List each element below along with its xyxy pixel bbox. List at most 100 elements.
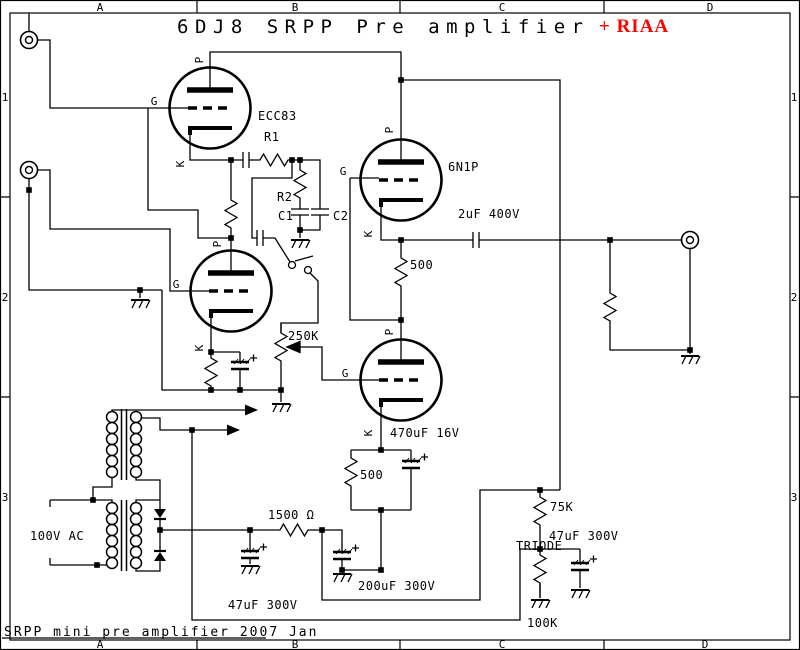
ground-symbol [530,599,551,609]
srpp-res-label: 500 [410,258,433,272]
wire [209,51,402,90]
grid-col-label: C [499,638,506,650]
wire [111,409,253,412]
triode-note: TRIODE [516,539,562,553]
grid-row-label: 1 [791,91,798,104]
coupling-cap-label: 2uF 400V [458,207,520,221]
wire [135,561,161,572]
heater-arrow-2 [227,424,240,436]
wire [161,290,281,391]
ground-symbol [570,589,591,599]
output-jack [680,230,700,250]
switch-contact-2 [303,265,313,275]
wire [321,489,560,601]
grid-row-label: 2 [2,291,9,304]
grid-label: G [151,95,158,108]
ac-input-label: 100V AC [30,529,84,543]
power-transformer [105,409,143,571]
grid-col-label: B [292,1,299,14]
ground-symbol [240,565,261,575]
plate-label: P [211,240,224,247]
resistor-cathode-t2 [203,352,219,390]
input-jack-1 [19,30,39,50]
wire [191,430,521,621]
cathode-cap-label: 470uF 16V [390,426,460,440]
grid-label: G [340,165,347,178]
bias-cap-label: 47uF 300V [549,529,619,543]
wire [135,411,235,431]
heater-arrow-1 [245,404,258,416]
grid-col-label: A [97,638,104,650]
ground-symbol [332,573,353,583]
border-tick-bottom [196,640,605,650]
wire [401,79,561,490]
transformer-core [120,409,128,571]
filter-cap2-label: 200uF 300V [358,579,435,593]
wire [342,510,382,571]
grid-col-label: A [97,1,104,14]
diode-icon [154,509,166,518]
ground-symbol [130,299,151,309]
resistor-r1 [249,152,321,209]
cathode-label: K [174,160,187,167]
resistors [160,152,690,598]
wire [37,169,209,292]
cap-bypass-t2 [229,353,259,371]
wire [299,346,379,381]
circuit-wiring [28,13,691,621]
wire [50,499,113,503]
cathode-label: K [362,230,375,237]
grid-row-label: 1 [2,91,9,104]
capacitor-plates [472,232,480,248]
grid-row-label: 3 [2,491,9,504]
cap-47uf-right [569,554,599,572]
component-labels: ECC83 6N1P R1 R2 C1 C2 2uF 400V 500 250K… [30,109,619,630]
bias-res-lower-label: 100K [527,616,558,630]
cathode-label: K [193,344,206,351]
grid-label: G [173,278,180,291]
plate-label: P [193,56,206,63]
ground-symbol [271,403,292,413]
resistor-cathode-500 [343,450,359,510]
wire [37,39,188,109]
cap-470uf [400,452,430,470]
c1-label: C1 [278,209,293,223]
wire [263,237,291,263]
cathode-res-label: 500 [360,468,383,482]
wire [135,477,161,509]
switch-contact-1 [287,260,297,270]
diode-icon [154,552,166,561]
r1-label: R1 [264,130,279,144]
capacitor-plates [256,230,264,246]
wire [210,318,240,353]
ground-symbol [680,355,701,365]
grid-row-label: 2 [791,291,798,304]
rectifier-diodes [154,509,166,561]
pot-wiper-arrow [286,340,301,354]
ground-symbol [290,239,311,249]
bias-res-upper-label: 75K [550,500,573,514]
wire [380,207,401,241]
resistor-filter-1500 [160,522,343,552]
resistor-anode-link [223,160,239,238]
electrode-labels: P G K P G K P G K P G K [151,56,396,436]
filter-res-label: 1500 Ω [268,508,314,522]
junction-dots [26,77,693,573]
resistor-output-load [602,240,690,351]
plate-label: P [383,328,396,335]
tube1-name: ECC83 [258,109,297,123]
page-title: 6DJ8 SRPP Pre amplifier [177,16,590,38]
border-tick-left [0,196,10,398]
grid-label: G [342,367,349,380]
wire [280,272,319,333]
input-jack-2 [19,160,39,180]
wire [251,160,293,239]
resistor-75k [532,490,548,549]
pot-label: 250K [288,329,319,343]
c2-label: C2 [333,209,348,223]
footer-note: SRPP mini pre amplifier 2007 Jan [4,625,318,640]
